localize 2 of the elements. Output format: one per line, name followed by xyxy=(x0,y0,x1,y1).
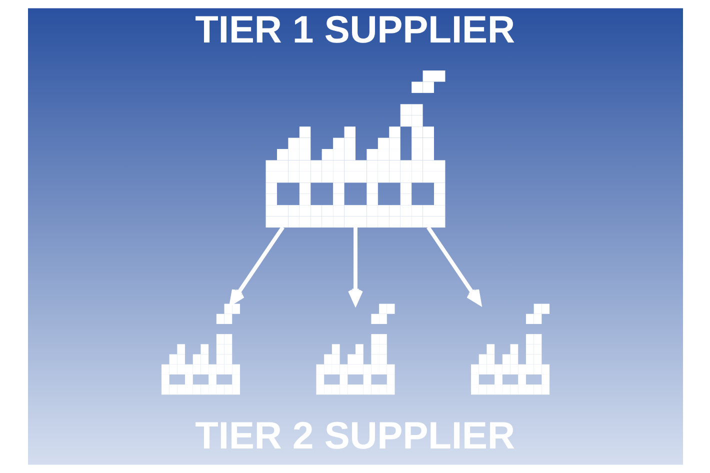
node-label: TIER 1 SUPPLIER xyxy=(194,8,515,52)
label: TIER 2 SUPPLIER xyxy=(194,414,515,458)
